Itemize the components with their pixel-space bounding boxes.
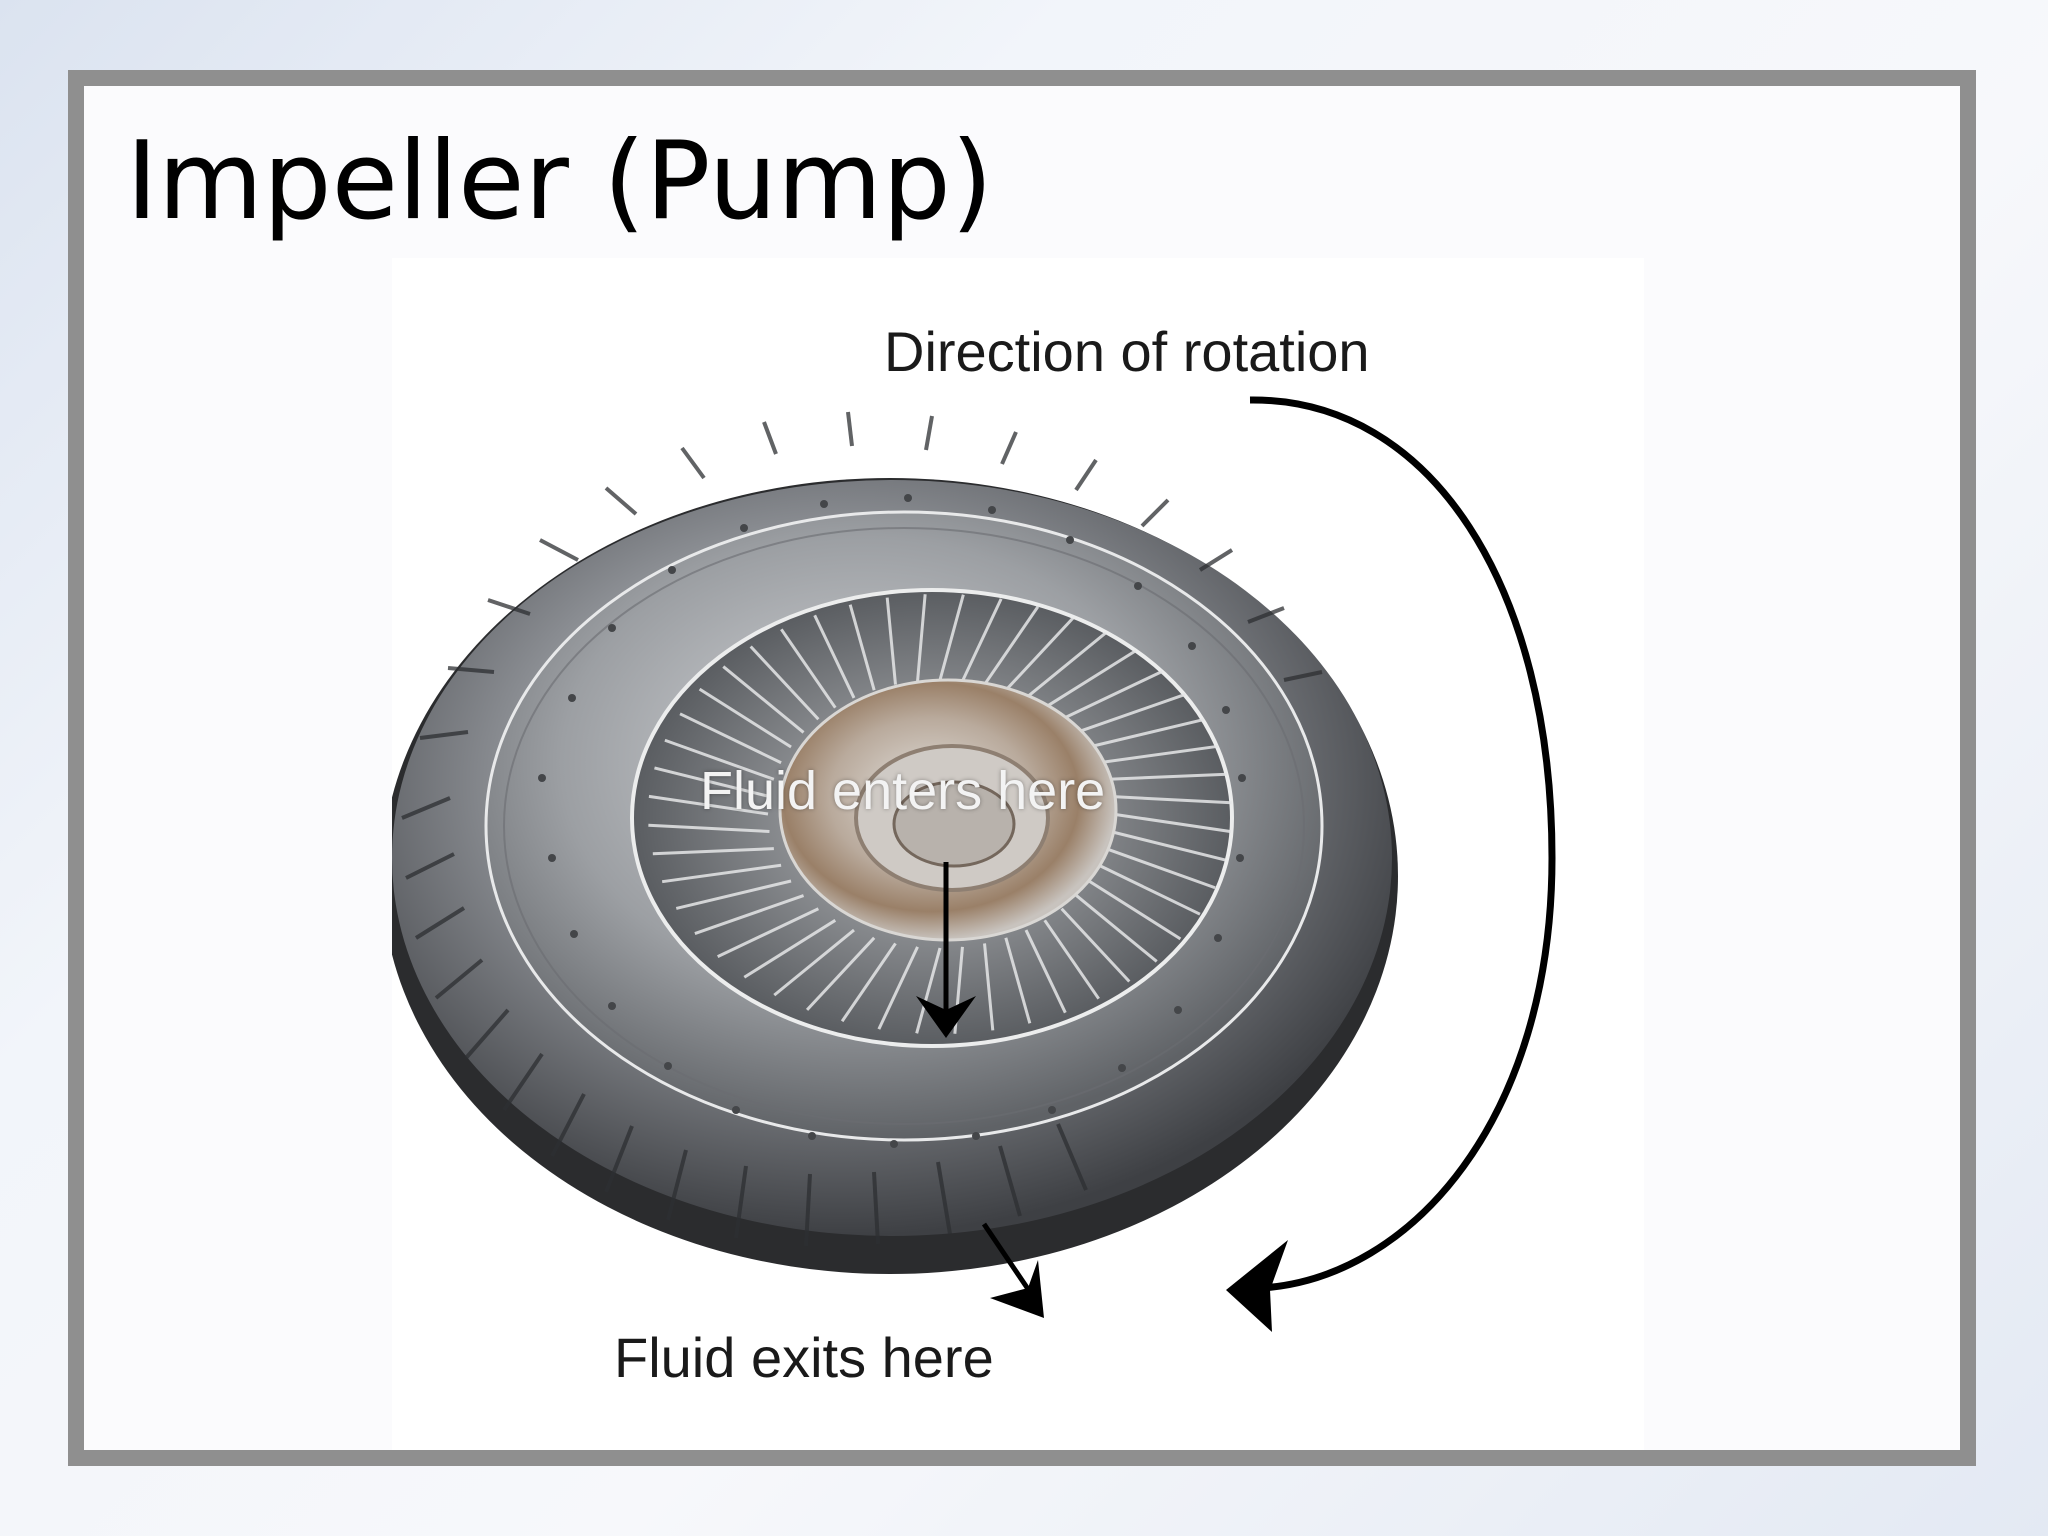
impeller-blade <box>813 614 856 699</box>
impeller-blade <box>717 907 820 958</box>
impeller-blade <box>1060 670 1163 721</box>
impeller-blade <box>652 847 774 856</box>
impeller-blade <box>961 598 1003 682</box>
impeller-blade <box>648 794 769 816</box>
impeller-blade <box>848 604 876 691</box>
fluid-enters-label: Fluid enters here <box>700 761 1106 821</box>
impeller-blade <box>805 936 876 1011</box>
impeller-diagram <box>392 396 1556 1332</box>
impeller-blade <box>1075 894 1158 963</box>
inflow-arrow <box>916 862 976 1038</box>
impeller-blade <box>675 879 792 910</box>
impeller-blade <box>743 919 837 979</box>
impeller-blade <box>1043 649 1137 709</box>
impeller-blade <box>983 605 1040 686</box>
impeller-blade <box>1060 907 1131 983</box>
fluid-exits-label: Fluid exits here <box>614 1326 994 1389</box>
impeller-blade <box>983 943 995 1031</box>
impeller-blade <box>1075 693 1186 734</box>
impeller-blade <box>722 665 805 734</box>
impeller-blade <box>877 946 919 1030</box>
impeller-blade <box>885 597 897 685</box>
impeller-blade <box>1111 812 1232 834</box>
rotation-label: Direction of rotation <box>884 320 1370 383</box>
impeller-blade <box>773 928 855 997</box>
impeller-blade <box>694 894 805 935</box>
impeller-blade <box>698 687 792 749</box>
outer-vanes <box>401 411 1323 1247</box>
impeller-blade <box>1004 937 1032 1024</box>
impeller-blade <box>679 712 782 765</box>
impeller-blade <box>1043 919 1100 1000</box>
impeller-blade <box>1024 929 1067 1014</box>
rotation-arrow <box>1226 396 1556 1332</box>
impeller-blade <box>1088 718 1205 749</box>
impeller-blade <box>1110 830 1226 862</box>
impeller-blade <box>780 628 837 709</box>
impeller-figure: Direction of rotation Fluid enters here … <box>392 258 1644 1450</box>
impeller-blade <box>916 594 927 682</box>
impeller-blade <box>664 738 775 781</box>
impeller-blades <box>648 594 1232 1034</box>
impeller-blade <box>840 942 897 1023</box>
impeller-blade <box>1098 863 1201 916</box>
outflow-arrow <box>981 1222 1044 1318</box>
impeller-blade <box>1025 631 1107 700</box>
torus-tabs <box>538 494 1246 1148</box>
impeller-blade <box>661 863 782 884</box>
slide-title: Impeller (Pump) <box>126 119 993 244</box>
impeller-blade <box>1088 879 1182 941</box>
impeller-blade <box>648 823 770 833</box>
impeller-blade <box>654 766 770 798</box>
impeller-blade <box>915 947 942 1034</box>
impeller-blade <box>1098 744 1219 765</box>
impeller-blade <box>749 645 820 721</box>
impeller-blade <box>938 594 965 681</box>
impeller-blade <box>1110 795 1232 805</box>
impeller-blade <box>1004 617 1075 692</box>
impeller-blade <box>1105 847 1216 890</box>
impeller-blade <box>1106 772 1228 781</box>
